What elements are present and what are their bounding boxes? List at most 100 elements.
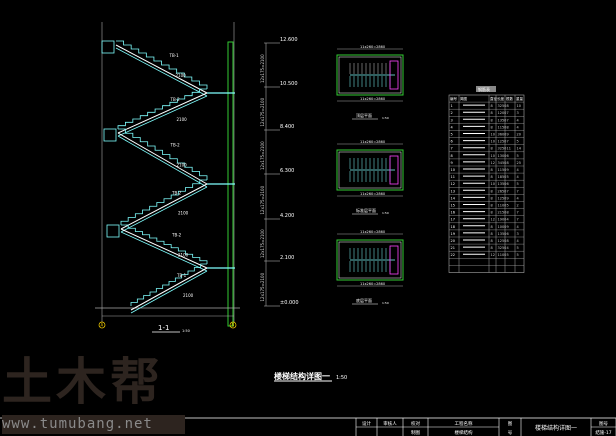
stair-plan: 11x260=2860 11x260=2860 标准层平面 1:50 xyxy=(336,140,404,215)
table-cell: 3250 xyxy=(498,246,507,250)
table-cell: 11 xyxy=(507,147,511,151)
table-cell: 8 xyxy=(491,225,493,229)
section-label: 1-1 xyxy=(158,324,169,332)
table-cell: 1000 xyxy=(498,225,507,229)
flight-rebar: 2100 xyxy=(178,253,189,258)
table-cell: 8 xyxy=(491,168,493,172)
table-cell: 4 xyxy=(517,239,520,243)
table-cell: 4 xyxy=(507,246,510,250)
table-cell: 9 xyxy=(507,196,509,200)
table-cell: 8 xyxy=(491,204,493,208)
elevation-label: 2.100 xyxy=(280,255,294,261)
table-cell: 6 xyxy=(451,140,453,144)
title-block-cell: 图 xyxy=(508,421,513,427)
stair-section-1-1: TB-12100TB-22100TB-22100TB-22100TB-22100… xyxy=(95,22,299,333)
table-cell: 5 xyxy=(507,253,509,257)
table-cell: 12 xyxy=(491,161,495,165)
table-cell: 3 xyxy=(517,232,519,236)
table-cell: 21 xyxy=(451,246,455,250)
table-cell: 10 xyxy=(491,133,495,137)
table-cell: 5 xyxy=(517,253,519,257)
table-cell: 22 xyxy=(451,253,455,257)
section-scale: 1:50 xyxy=(182,329,190,333)
title-block-cell: 楼梯结构详图一 xyxy=(535,424,577,432)
table-cell: 4 xyxy=(517,175,520,179)
title-block-cell: 审核人 xyxy=(383,420,397,427)
plan-title: 顶层平面 xyxy=(356,112,372,118)
table-cell: 16 xyxy=(451,211,455,215)
table-header: 根数 xyxy=(506,96,514,101)
drawing-title: 楼梯结构详图一 xyxy=(274,371,330,381)
table-cell: 12 xyxy=(451,182,455,186)
table-cell: 8 xyxy=(491,118,493,122)
axis-bubble xyxy=(229,321,237,329)
table-cell: 5 xyxy=(517,154,519,158)
flight-tag: TB-2 xyxy=(171,191,182,196)
table-cell: 3250 xyxy=(498,147,507,151)
table-cell: 11 xyxy=(451,175,455,179)
plan-top-dim: 11x260=2860 xyxy=(360,140,385,144)
table-cell: 7 xyxy=(507,118,509,122)
stair-flight xyxy=(130,267,208,311)
table-cell: 8 xyxy=(491,189,493,193)
table-cell: 1100 xyxy=(498,253,507,257)
table-cell: 1250 xyxy=(498,196,507,200)
table-cell: 3 xyxy=(517,111,519,115)
flight-height-dim: 12x175=2100 xyxy=(260,229,265,258)
plan-title: 标准层平面 xyxy=(356,207,376,213)
table-cell: 8 xyxy=(491,239,493,243)
table-cell: 7 xyxy=(451,147,453,151)
table-cell: 7 xyxy=(507,111,509,115)
table-cell: 1900 xyxy=(498,218,507,222)
table-cell: 14 xyxy=(451,196,456,200)
stair-flight xyxy=(117,132,208,185)
table-cell: 14 xyxy=(517,147,522,151)
table-header: 重量 xyxy=(516,96,524,101)
plan-top-dim: 11x260=2860 xyxy=(360,230,385,234)
table-cell: 17 xyxy=(451,218,455,222)
title-block-cell: 结施-17 xyxy=(595,429,611,436)
title-block-cell: 制图 xyxy=(411,429,420,436)
title-block-cell: 楼梯结构 xyxy=(455,429,473,436)
landing-beam xyxy=(103,128,117,142)
table-cell: 12 xyxy=(491,218,495,222)
table-cell: 6 xyxy=(507,154,509,158)
table-cell: 19 xyxy=(451,232,455,236)
title-block-cell: 校对 xyxy=(411,420,420,427)
table-cell: 7 xyxy=(507,140,509,144)
elevation-label: 10.500 xyxy=(280,81,298,87)
table-cell: 8 xyxy=(507,161,509,165)
table-cell: 7 xyxy=(517,211,519,215)
table-cell: 3450 xyxy=(498,161,507,165)
table-cell: 8 xyxy=(491,111,493,115)
flight-height-dim: 12x175=2100 xyxy=(260,97,265,126)
plan-bottom-dim: 11x260=2860 xyxy=(360,192,385,196)
table-cell: 7 xyxy=(517,218,519,222)
table-cell: 1200 xyxy=(498,111,507,115)
table-cell: 8 xyxy=(491,211,493,215)
flight-height-dim: 12x175=2100 xyxy=(260,272,265,301)
table-cell: 6 xyxy=(507,232,509,236)
table-cell: 6 xyxy=(507,182,509,186)
title-block-cell: 设计 xyxy=(362,420,371,427)
stair-flight xyxy=(115,44,208,94)
table-cell: 5 xyxy=(517,182,519,186)
table-cell: 2650 xyxy=(498,189,507,193)
watermark-logo: 土木帮 xyxy=(2,353,164,411)
table-cell: 8 xyxy=(491,104,493,108)
flight-tag: TB-2 xyxy=(170,97,181,102)
table-cell: 2 xyxy=(517,204,519,208)
plan-scale: 1:50 xyxy=(382,301,389,305)
elevation-label: 6.300 xyxy=(280,168,294,174)
table-cell: 5 xyxy=(517,140,519,144)
table-cell: 25 xyxy=(517,161,521,165)
elevation-label: ±0.000 xyxy=(280,300,299,306)
plan-scale: 1:50 xyxy=(382,211,389,215)
table-header: 直径 xyxy=(490,96,498,101)
plan-scale: 1:50 xyxy=(382,116,389,120)
flight-rebar: 2100 xyxy=(178,211,189,216)
landing-beam xyxy=(106,224,120,238)
